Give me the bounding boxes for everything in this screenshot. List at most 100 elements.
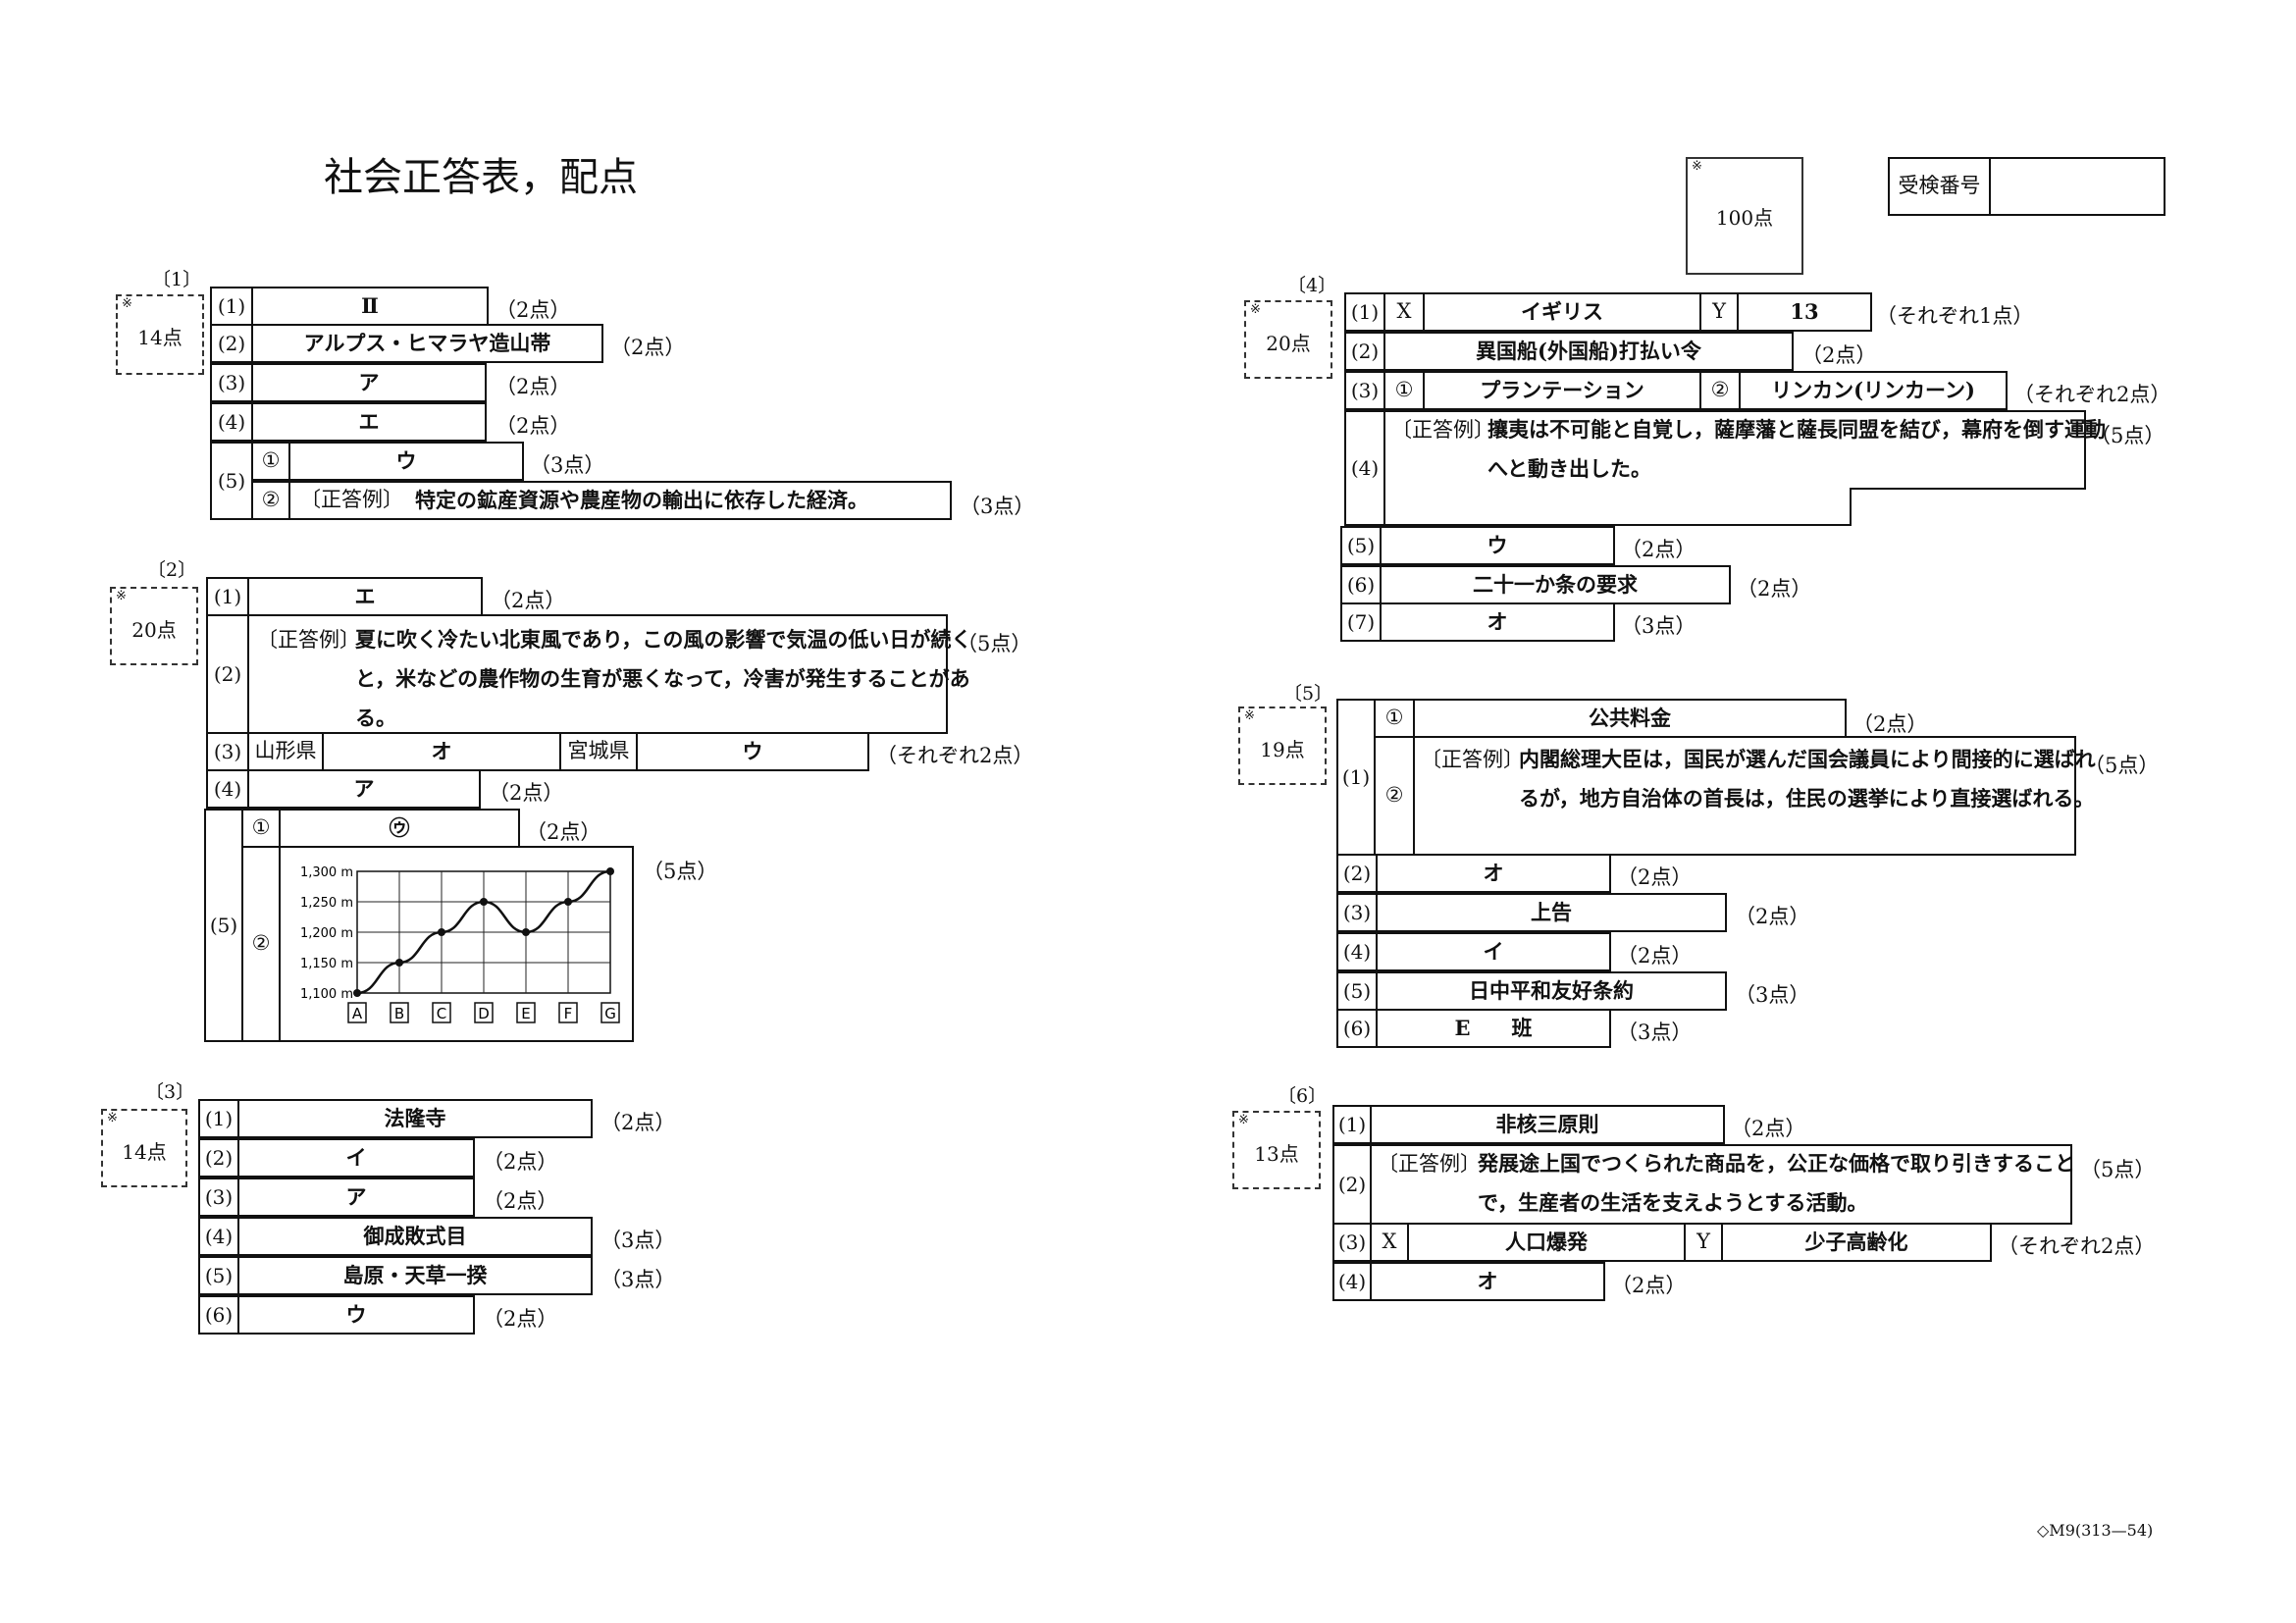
s1-q5-a1-number: ① bbox=[251, 442, 290, 481]
s6-q2-line1: 発展途上国でつくられた商品を，公正な価格で取り引きすること bbox=[1478, 1151, 2075, 1176]
s4-q1-label1: X bbox=[1383, 292, 1425, 332]
s2-q2-line1: 夏に吹く冷たい北東風であり，この風の影響で気温の低い日が続く bbox=[355, 627, 972, 652]
s1-q5-number: (5) bbox=[210, 442, 253, 520]
s2-q5-number: (5) bbox=[204, 809, 243, 1042]
s5-q6-number: (6) bbox=[1336, 1009, 1378, 1048]
section-2-score-box: ※ 20点 bbox=[110, 587, 198, 665]
s4-q3-answer1: プランテーション bbox=[1423, 371, 1701, 410]
s4-q3-number: (3) bbox=[1344, 371, 1385, 410]
footer-code: ◇M9(313—54) bbox=[2037, 1521, 2154, 1540]
section-1-header: 〔1〕 bbox=[152, 269, 202, 290]
score-mark: ※ bbox=[122, 296, 132, 311]
s6-q3-number: (3) bbox=[1332, 1223, 1372, 1262]
s4-q4-answer-box bbox=[1383, 410, 2086, 526]
s5-q1-a1-points: （2点） bbox=[1852, 712, 1928, 736]
s5-q1-a2-answer-box bbox=[1413, 736, 2076, 856]
s4-q3-answer2: リンカン(リンカーン) bbox=[1739, 371, 2008, 410]
s3-q3-answer: ア bbox=[237, 1178, 475, 1217]
s3-q4-number: (4) bbox=[198, 1217, 239, 1256]
s2-q3-label2: 宮城県 bbox=[559, 732, 638, 771]
s2-q5-a1-number: ① bbox=[241, 809, 281, 848]
s1-q3-answer: ア bbox=[251, 363, 487, 402]
s5-q1-a1-number: ① bbox=[1374, 699, 1415, 738]
s1-q1-number: (1) bbox=[210, 287, 253, 326]
section-4-header: 〔4〕 bbox=[1287, 275, 1337, 296]
s1-q5-a2-number: ② bbox=[251, 481, 290, 520]
s4-q7-points: （3点） bbox=[1621, 614, 1696, 638]
s3-q5-points: （3点） bbox=[600, 1268, 676, 1291]
exam-number-field[interactable] bbox=[1989, 157, 2166, 216]
chart-xtick-box bbox=[558, 1002, 578, 1023]
s4-q7-number: (7) bbox=[1340, 602, 1382, 642]
section-1-points: 14点 bbox=[137, 326, 183, 349]
s4-q3-points: （それぞれ2点） bbox=[2013, 383, 2171, 406]
s5-q5-answer: 日中平和友好条約 bbox=[1376, 971, 1727, 1011]
chart-ytick-label: 1,300 m bbox=[300, 865, 353, 880]
s4-q5-points: （2点） bbox=[1621, 538, 1696, 561]
section-6-header: 〔6〕 bbox=[1278, 1085, 1328, 1107]
s5-q6-answer: E 班 bbox=[1376, 1009, 1611, 1048]
chart-xtick-box bbox=[600, 1002, 620, 1023]
s6-q1-number: (1) bbox=[1332, 1105, 1372, 1144]
section-5-points: 19点 bbox=[1260, 738, 1305, 761]
score-mark: ※ bbox=[1238, 1113, 1249, 1127]
s5-q1-number: (1) bbox=[1336, 699, 1376, 856]
s3-q2-points: （2点） bbox=[483, 1150, 558, 1174]
s3-q1-number: (1) bbox=[198, 1099, 239, 1138]
section-1-score-box: ※ 14点 bbox=[116, 294, 204, 375]
s4-q2-points: （2点） bbox=[1801, 343, 1877, 367]
answer-example-prefix: 〔正答例〕 bbox=[300, 488, 403, 512]
exam-number-label: 受検番号 bbox=[1888, 157, 1991, 216]
s3-q1-points: （2点） bbox=[600, 1111, 676, 1134]
s1-q1-points: （2点） bbox=[496, 298, 571, 322]
s2-q1-number: (1) bbox=[206, 577, 249, 616]
s6-q4-points: （2点） bbox=[1611, 1274, 1687, 1297]
s2-q4-number: (4) bbox=[206, 769, 249, 809]
s6-q2-line2: で，生産者の生活を支えようとする活動。 bbox=[1478, 1190, 1868, 1215]
s2-q2-answer-box bbox=[247, 614, 948, 734]
s2-q3-answer2: ウ bbox=[636, 732, 869, 771]
s6-q1-points: （2点） bbox=[1731, 1117, 1806, 1140]
s5-q1-a1-answer: 公共料金 bbox=[1413, 699, 1847, 738]
section-3-points: 14点 bbox=[122, 1140, 167, 1164]
chart-xtick-box bbox=[347, 1002, 367, 1023]
s4-q5-answer: ウ bbox=[1380, 526, 1615, 565]
s5-q4-answer: イ bbox=[1376, 932, 1611, 971]
chart-xtick-box bbox=[474, 1002, 494, 1023]
chart-xtick-label: C bbox=[437, 1005, 446, 1022]
section-2-header: 〔2〕 bbox=[147, 559, 197, 581]
s6-q4-answer: オ bbox=[1370, 1262, 1605, 1301]
s2-q5-a2-points: （5点） bbox=[643, 860, 718, 883]
s5-q4-number: (4) bbox=[1336, 932, 1378, 971]
s1-q5-a1-answer: ウ bbox=[288, 442, 524, 481]
s6-q3-answer2: 少子高齢化 bbox=[1721, 1223, 1992, 1262]
s5-q1-a2-number: ② bbox=[1374, 736, 1415, 856]
s3-q3-number: (3) bbox=[198, 1178, 239, 1217]
s2-q3-label1: 山形県 bbox=[247, 732, 324, 771]
answer-example-prefix: 〔正答例〕 bbox=[1378, 1152, 1481, 1176]
section-2-points: 20点 bbox=[131, 618, 177, 642]
s1-q2-number: (2) bbox=[210, 324, 253, 363]
score-mark: ※ bbox=[1244, 708, 1255, 723]
s3-q4-answer: 御成敗式目 bbox=[237, 1217, 593, 1256]
s4-q3-label2: ② bbox=[1699, 371, 1741, 410]
chart-xtick-box bbox=[516, 1002, 536, 1023]
chart-ytick-label: 1,150 m bbox=[300, 957, 353, 971]
s5-q2-points: （2点） bbox=[1617, 865, 1693, 889]
s5-q2-number: (2) bbox=[1336, 854, 1378, 893]
s5-q3-points: （2点） bbox=[1735, 905, 1810, 928]
s1-q1-answer: Ⅱ bbox=[251, 287, 489, 326]
s2-q5-a1-answer: ㋒ bbox=[279, 809, 520, 848]
s6-q3-answer1: 人口爆発 bbox=[1407, 1223, 1686, 1262]
s4-q7-answer: オ bbox=[1380, 602, 1615, 642]
s1-q4-points: （2点） bbox=[496, 414, 571, 438]
chart-xtick-label: D bbox=[478, 1005, 490, 1022]
chart-xtick-box bbox=[390, 1002, 409, 1023]
chart-xtick-label: E bbox=[521, 1005, 530, 1022]
section-6-score-box: ※ 13点 bbox=[1232, 1111, 1321, 1189]
s6-q2-points: （5点） bbox=[2080, 1158, 2156, 1181]
s4-q5-number: (5) bbox=[1340, 526, 1382, 565]
s4-q2-number: (2) bbox=[1344, 332, 1385, 371]
s4-q4-points: （5点） bbox=[2090, 424, 2166, 447]
